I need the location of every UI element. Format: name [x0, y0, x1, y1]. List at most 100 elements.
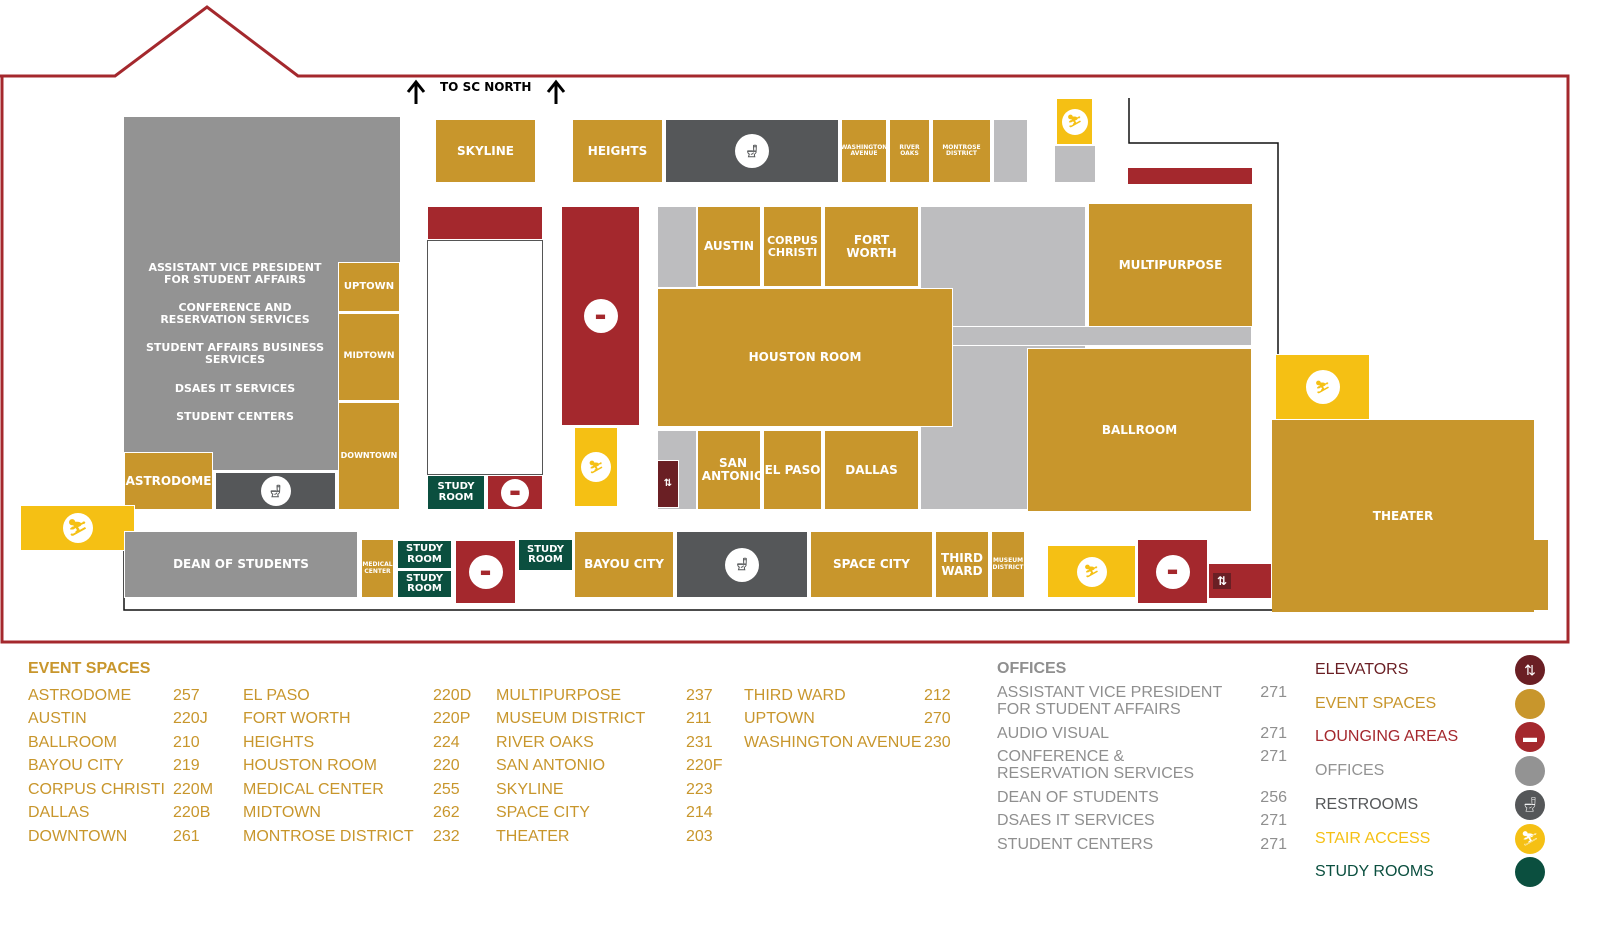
office-number: 271: [1260, 724, 1287, 742]
corridor: [657, 206, 697, 288]
legend-row[interactable]: ASSISTANT VICE PRESIDENT FOR STUDENT AFF…: [997, 684, 1287, 718]
room-astrodome[interactable]: ASTRODOME: [124, 452, 213, 510]
study-room[interactable]: STUDY ROOM: [427, 475, 485, 510]
room-number: 262: [433, 804, 460, 822]
room-museum-district[interactable]: MUSEUM DISTRICT: [991, 531, 1025, 598]
room-name: CORPUS CHRISTI: [28, 780, 165, 798]
room-bayou-city[interactable]: BAYOU CITY: [574, 531, 674, 598]
room-dean-of-students[interactable]: DEAN OF STUDENTS: [124, 531, 358, 598]
room-midtown[interactable]: MIDTOWN: [338, 313, 400, 401]
room-heights[interactable]: HEIGHTS: [572, 119, 663, 183]
study-room[interactable]: STUDY ROOM: [397, 540, 452, 569]
room-fort-worth[interactable]: FORT WORTH: [824, 206, 919, 287]
room-uptown[interactable]: UPTOWN: [338, 262, 400, 312]
room-montrose-district[interactable]: MONTROSE DISTRICT: [932, 119, 991, 183]
room-number: 220D: [433, 686, 472, 704]
stair-access[interactable]: ⛷︎: [1275, 354, 1370, 420]
room-san-antonio[interactable]: SAN ANTONIO: [697, 430, 764, 510]
room-name: HOUSTON ROOM: [243, 757, 377, 775]
office-number: 271: [1260, 835, 1287, 853]
key-item: ELEVATORS⇅: [1315, 653, 1545, 687]
study-dot: [1515, 857, 1545, 888]
study-room[interactable]: STUDY ROOM: [397, 570, 452, 598]
room-dallas[interactable]: DALLAS: [824, 430, 919, 510]
room-number: 261: [173, 827, 200, 845]
room-theater[interactable]: THEATER: [1272, 420, 1534, 612]
room-river-oaks[interactable]: RIVER OAKS: [889, 119, 930, 183]
room-name: DOWNTOWN: [28, 827, 128, 845]
lounge[interactable]: ▬: [487, 475, 543, 510]
room-washington-avenue[interactable]: WASHINGTON AVENUE: [841, 119, 887, 183]
study-room[interactable]: STUDY ROOM: [518, 539, 573, 571]
room-ballroom[interactable]: BALLROOM: [1027, 348, 1252, 512]
stair-access[interactable]: ⛷︎: [1056, 98, 1093, 145]
elevator-icon[interactable]: ⇅: [657, 460, 679, 508]
room-number: 214: [686, 804, 713, 822]
office-number: 256: [1260, 788, 1287, 806]
stair-access[interactable]: ⛷︎: [20, 505, 135, 551]
elevator-icon[interactable]: ⇅: [1213, 572, 1232, 590]
lounge[interactable]: ▬: [561, 206, 640, 426]
room-name: ASTRODOME: [28, 686, 132, 704]
room-downtown[interactable]: DOWNTOWN: [338, 402, 400, 510]
room-medical-center[interactable]: MEDICAL CENTER: [361, 539, 394, 598]
room-name: MONTROSE DISTRICT: [243, 827, 414, 845]
key-label: LOUNGING AREAS: [1315, 728, 1459, 746]
key-label: STUDY ROOMS: [1315, 863, 1434, 881]
key-item: EVENT SPACES: [1315, 687, 1545, 721]
room-number: 220B: [173, 804, 211, 822]
lounge[interactable]: ▬: [1137, 539, 1208, 604]
room-space-city[interactable]: SPACE CITY: [810, 531, 933, 598]
room-skyline[interactable]: SKYLINE: [435, 119, 536, 183]
stair-access[interactable]: ⛷︎: [1047, 545, 1136, 598]
toilet-icon: 🚽︎: [1515, 789, 1545, 820]
office-name: ASSISTANT VICE PRESIDENT FOR STUDENT AFF…: [997, 684, 1222, 718]
room-third-ward[interactable]: THIRD WARD: [935, 531, 989, 598]
restroom[interactable]: 🚽︎: [215, 472, 336, 510]
stairs-icon: ⛷︎: [1061, 108, 1088, 135]
restroom[interactable]: 🚽︎: [665, 119, 839, 183]
offices-block[interactable]: [124, 117, 400, 267]
restroom[interactable]: 🚽︎: [676, 531, 808, 598]
room-houston[interactable]: HOUSTON ROOM: [657, 288, 953, 427]
room-name: SAN ANTONIO: [496, 757, 606, 775]
legend-row[interactable]: DOWNTOWN 261: [28, 825, 243, 849]
lounge[interactable]: ▬: [455, 540, 516, 604]
room-multipurpose[interactable]: MULTIPURPOSE: [1088, 203, 1253, 327]
room-number: 270: [924, 710, 951, 728]
room-austin[interactable]: AUSTIN: [697, 206, 761, 287]
room-corpus-christi[interactable]: CORPUS CHRISTI: [763, 206, 822, 287]
room-el-paso[interactable]: EL PASO: [763, 430, 822, 510]
room-number: 211: [686, 710, 712, 728]
stair-access[interactable]: ⛷︎: [574, 427, 618, 507]
